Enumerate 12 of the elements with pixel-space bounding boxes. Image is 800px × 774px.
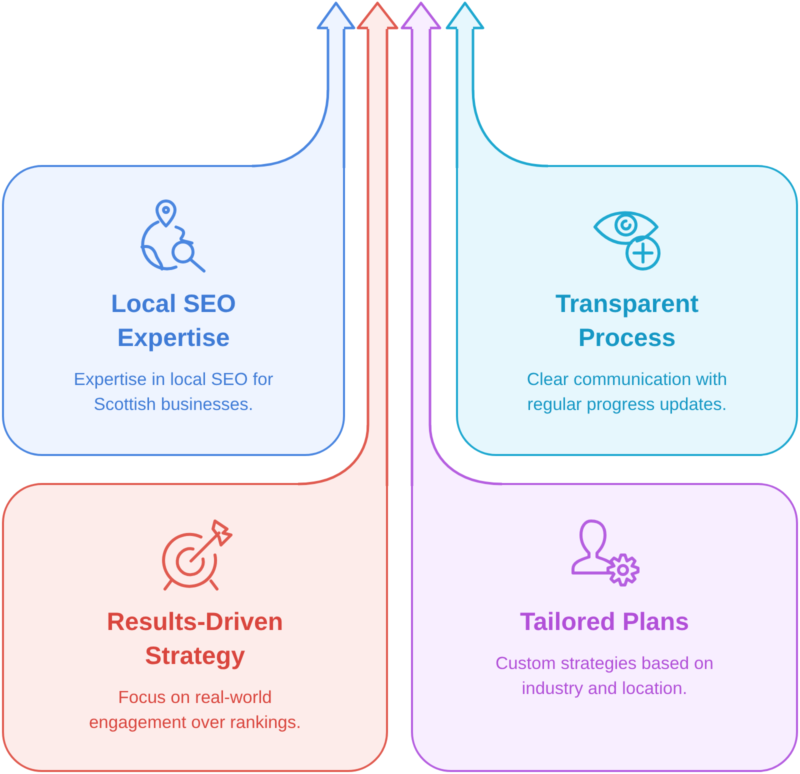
card-description: Expertise in local SEO for Scottish businesses. [72, 368, 274, 416]
card-description: Custom strategies based on industry and location. [494, 652, 714, 700]
feature-card [2, 483, 388, 772]
feature-card [456, 165, 798, 456]
card-title: Local SEO Expertise [110, 289, 238, 354]
card-title: Results-Driven Strategy [106, 607, 284, 672]
card-title: Tailored Plans [520, 607, 690, 638]
feature-card [2, 165, 345, 456]
card-title: Transparent Process [554, 289, 700, 354]
feature-card [411, 483, 798, 772]
card-description: Focus on real-world engagement over rankings. [88, 686, 302, 734]
card-description: Clear communication with regular progress updates. [526, 368, 728, 416]
